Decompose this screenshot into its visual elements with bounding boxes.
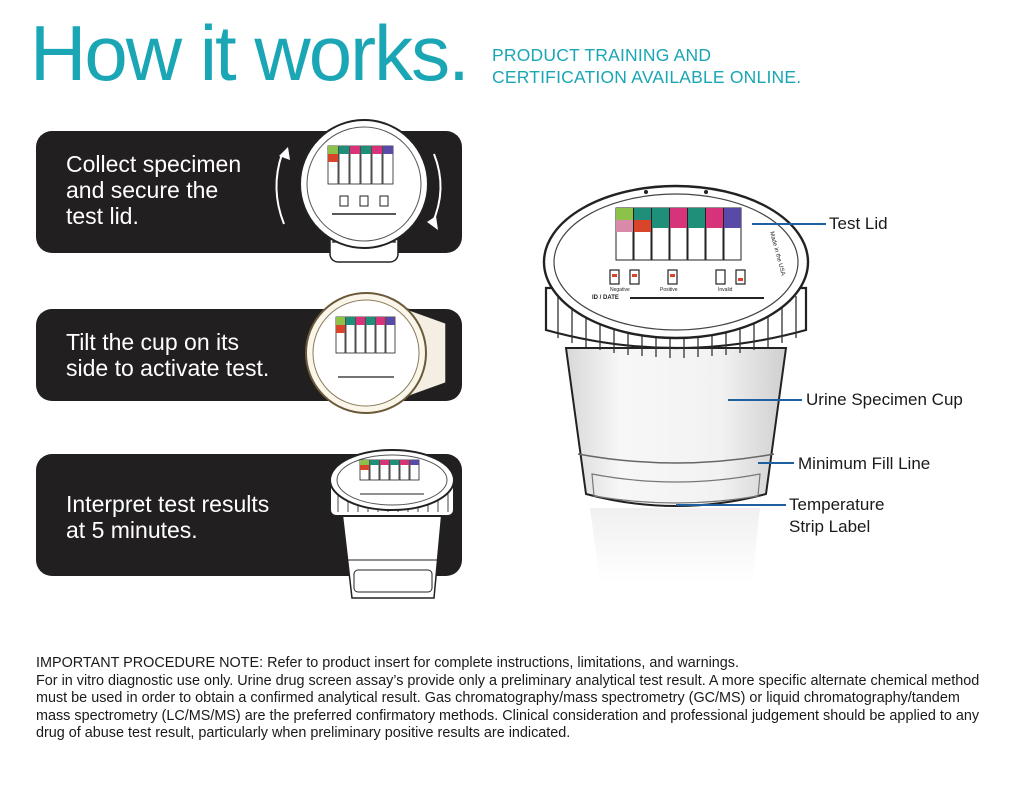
label-urine-cup: Urine Specimen Cup: [806, 390, 963, 409]
step-tilt-text: Tilt the cup on its side to activate tes…: [66, 329, 270, 381]
rotate-arrow-left-icon: [275, 153, 285, 225]
procedure-note: IMPORTANT PROCEDURE NOTE: Refer to produ…: [36, 655, 986, 743]
procedure-note-body: For in vitro diagnostic use only. Urine …: [36, 672, 980, 742]
leader-test-lid: [752, 223, 826, 225]
subtitle-line-1: PRODUCT TRAINING AND: [492, 45, 712, 65]
fill-line: [577, 453, 775, 464]
label-temperature-strip: Temperature Strip Label: [789, 495, 885, 536]
upright-lid-strips: [359, 459, 420, 481]
tilted-lid-strips: [335, 316, 396, 354]
temperature-strip: [591, 473, 761, 504]
specimen-cup-diagram: ID / DATE Negative Positive Invalid Made…: [542, 184, 810, 583]
page-title: How it works.: [30, 9, 470, 97]
lid-id-date-label: ID / DATE: [592, 295, 619, 301]
lid-negative-label: Negative: [610, 287, 630, 293]
label-fill-line: Minimum Fill Line: [798, 454, 931, 473]
step-collect-text: Collect specimen and secure the test lid…: [66, 151, 242, 229]
lid-invalid-label: Invalid: [718, 287, 733, 293]
rotate-arrow-right-icon: [431, 153, 442, 225]
leader-temperature: [676, 504, 786, 506]
result-key: [609, 269, 746, 285]
upright-cup-illustration: [329, 449, 455, 599]
leader-urine-cup: [728, 399, 802, 401]
leader-fill-line: [758, 462, 794, 464]
tilted-cup-illustration: [305, 292, 447, 414]
step-interpret-text: Interpret test results at 5 minutes.: [66, 491, 270, 543]
big-lid-test-strips: [615, 207, 742, 261]
subtitle-line-2: CERTIFICATION AVAILABLE ONLINE.: [492, 67, 802, 87]
secure-lid-illustration: [275, 119, 442, 263]
procedure-note-heading: IMPORTANT PROCEDURE NOTE: Refer to produ…: [36, 655, 739, 671]
label-test-lid: Test Lid: [829, 214, 888, 233]
training-subtitle: PRODUCT TRAINING AND CERTIFICATION AVAIL…: [492, 44, 801, 88]
lid-positive-label: Positive: [660, 287, 678, 293]
lid-test-strips: [327, 145, 394, 185]
